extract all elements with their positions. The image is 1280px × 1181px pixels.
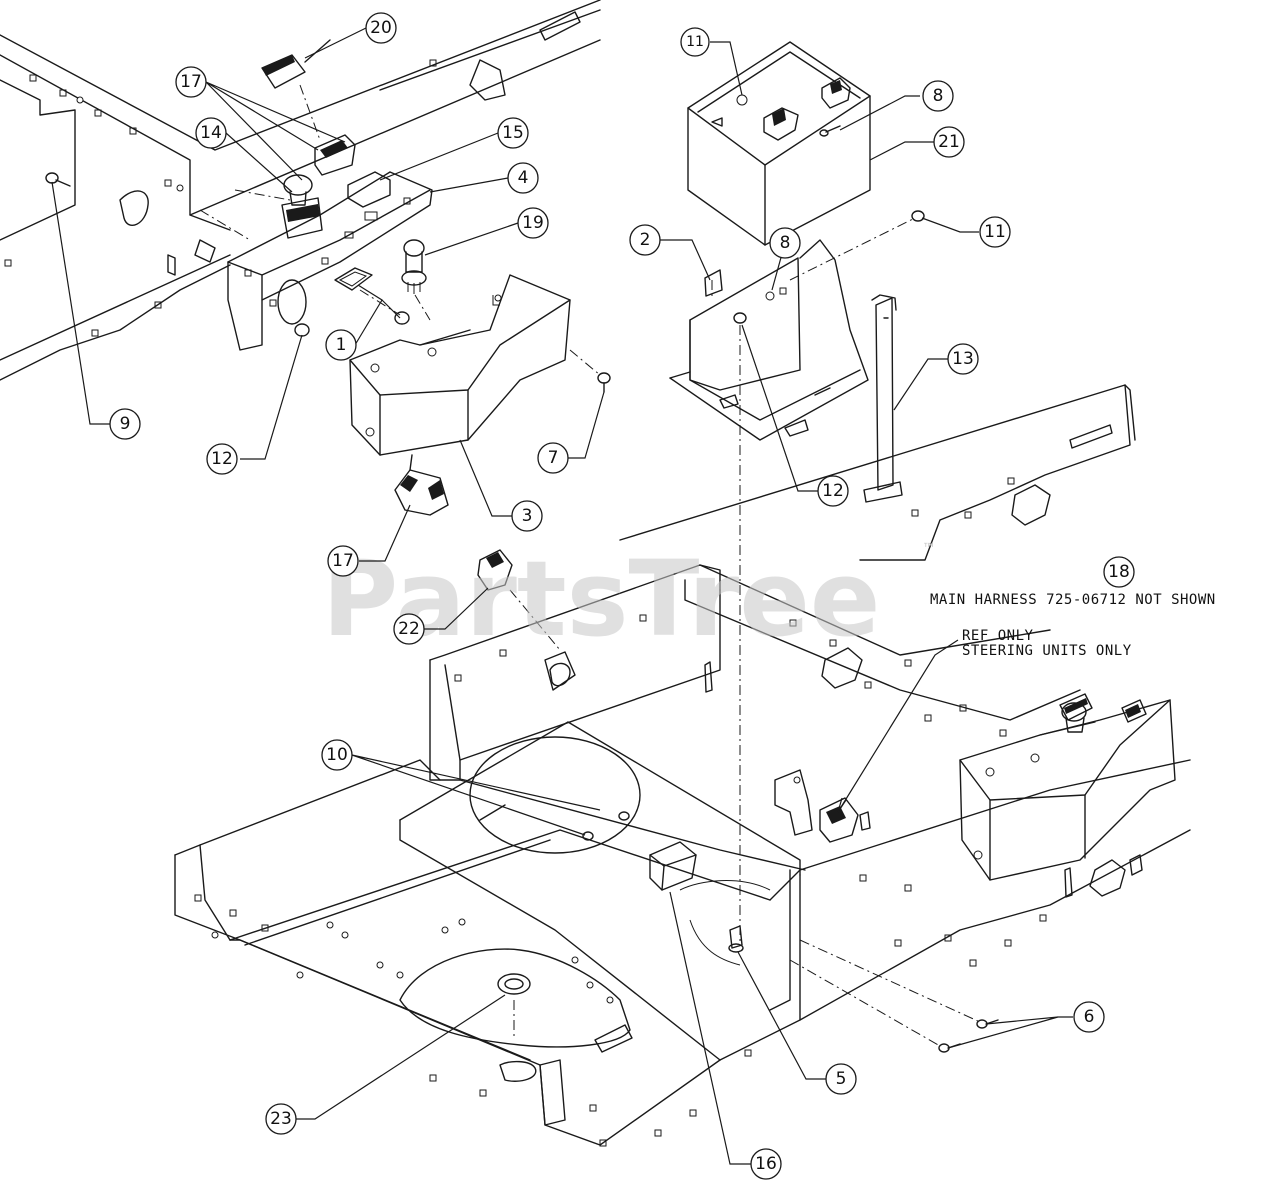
battery-tray <box>669 210 925 441</box>
callout-8-tray[interactable]: 8 <box>769 227 801 259</box>
callout-17-lower[interactable]: 17 <box>327 545 359 577</box>
svg-text:12: 12 <box>211 449 233 469</box>
svg-text:10: 10 <box>326 745 348 765</box>
callout-19[interactable]: 19 <box>517 207 549 239</box>
svg-text:8: 8 <box>933 86 944 106</box>
svg-text:20: 20 <box>370 18 392 38</box>
callout-3[interactable]: 3 <box>511 500 543 532</box>
svg-text:11: 11 <box>984 222 1006 242</box>
svg-text:19: 19 <box>522 213 544 233</box>
svg-text:22: 22 <box>398 619 420 639</box>
svg-text:3: 3 <box>522 506 533 526</box>
svg-text:21: 21 <box>938 132 960 152</box>
svg-text:15: 15 <box>502 123 524 143</box>
notes: 18 MAIN HARNESS 725-06712 NOT SHOWN REF … <box>837 556 1216 813</box>
svg-text:2: 2 <box>640 230 651 250</box>
relay-switch-22 <box>477 549 561 651</box>
svg-text:17: 17 <box>180 72 202 92</box>
svg-text:12: 12 <box>822 481 844 501</box>
callout-22[interactable]: 22 <box>393 613 425 645</box>
callout-15[interactable]: 15 <box>497 117 529 149</box>
svg-text:23: 23 <box>270 1109 292 1129</box>
callout-balloons: 20 17 14 15 4 19 1 12 9 3 7 17 22 11 8 2… <box>109 12 1105 1180</box>
svg-text:9: 9 <box>120 414 131 434</box>
svg-text:16: 16 <box>755 1154 777 1174</box>
callout-1[interactable]: 1 <box>325 329 357 361</box>
control-panel-assembly <box>199 39 433 351</box>
upper-frame-rail <box>0 0 601 381</box>
svg-text:17: 17 <box>332 551 354 571</box>
callout-6[interactable]: 6 <box>1073 1001 1105 1033</box>
steering-ref-parts <box>774 769 871 843</box>
callout-18[interactable]: 18 <box>1103 556 1135 588</box>
svg-text:7: 7 <box>548 448 559 468</box>
callout-20[interactable]: 20 <box>365 12 397 44</box>
battery <box>687 41 871 246</box>
callout-12-left[interactable]: 12 <box>206 443 238 475</box>
ref-note-line2: STEERING UNITS ONLY <box>962 643 1132 659</box>
relay-16 <box>649 841 697 891</box>
svg-text:11: 11 <box>686 34 704 50</box>
callout-14[interactable]: 14 <box>195 117 227 149</box>
ref-note-line1: REF ONLY <box>962 628 1034 644</box>
svg-text:1: 1 <box>336 335 347 355</box>
callout-16[interactable]: 16 <box>750 1148 782 1180</box>
hold-down-strap <box>863 294 903 503</box>
callout-8-top[interactable]: 8 <box>922 80 954 112</box>
callout-5[interactable]: 5 <box>825 1063 857 1095</box>
callout-4[interactable]: 4 <box>507 162 539 194</box>
svg-text:13: 13 <box>952 349 974 369</box>
callout-12-right[interactable]: 12 <box>817 475 849 507</box>
callout-10[interactable]: 10 <box>321 739 353 771</box>
callout-11-top[interactable]: 11 <box>680 27 710 57</box>
svg-text:18: 18 <box>1108 562 1130 582</box>
svg-text:5: 5 <box>836 1069 847 1089</box>
svg-text:6: 6 <box>1084 1007 1095 1027</box>
callout-11-right[interactable]: 11 <box>979 216 1011 248</box>
svg-text:14: 14 <box>200 123 222 143</box>
callout-2[interactable]: 2 <box>629 224 661 256</box>
leader-lines <box>51 27 1073 1165</box>
watermark-tm: ™ <box>922 541 936 557</box>
svg-text:4: 4 <box>518 168 529 188</box>
harness-note: MAIN HARNESS 725-06712 NOT SHOWN <box>930 592 1216 608</box>
toggle-switch-lower <box>394 454 449 516</box>
callout-21[interactable]: 21 <box>933 126 965 158</box>
callout-13[interactable]: 13 <box>947 343 979 375</box>
svg-text:8: 8 <box>780 233 791 253</box>
assembled-console <box>959 693 1176 881</box>
callout-23[interactable]: 23 <box>265 1103 297 1135</box>
callout-17-top[interactable]: 17 <box>175 66 207 98</box>
console-cover <box>349 274 611 456</box>
callout-9[interactable]: 9 <box>109 408 141 440</box>
callout-7[interactable]: 7 <box>537 442 569 474</box>
